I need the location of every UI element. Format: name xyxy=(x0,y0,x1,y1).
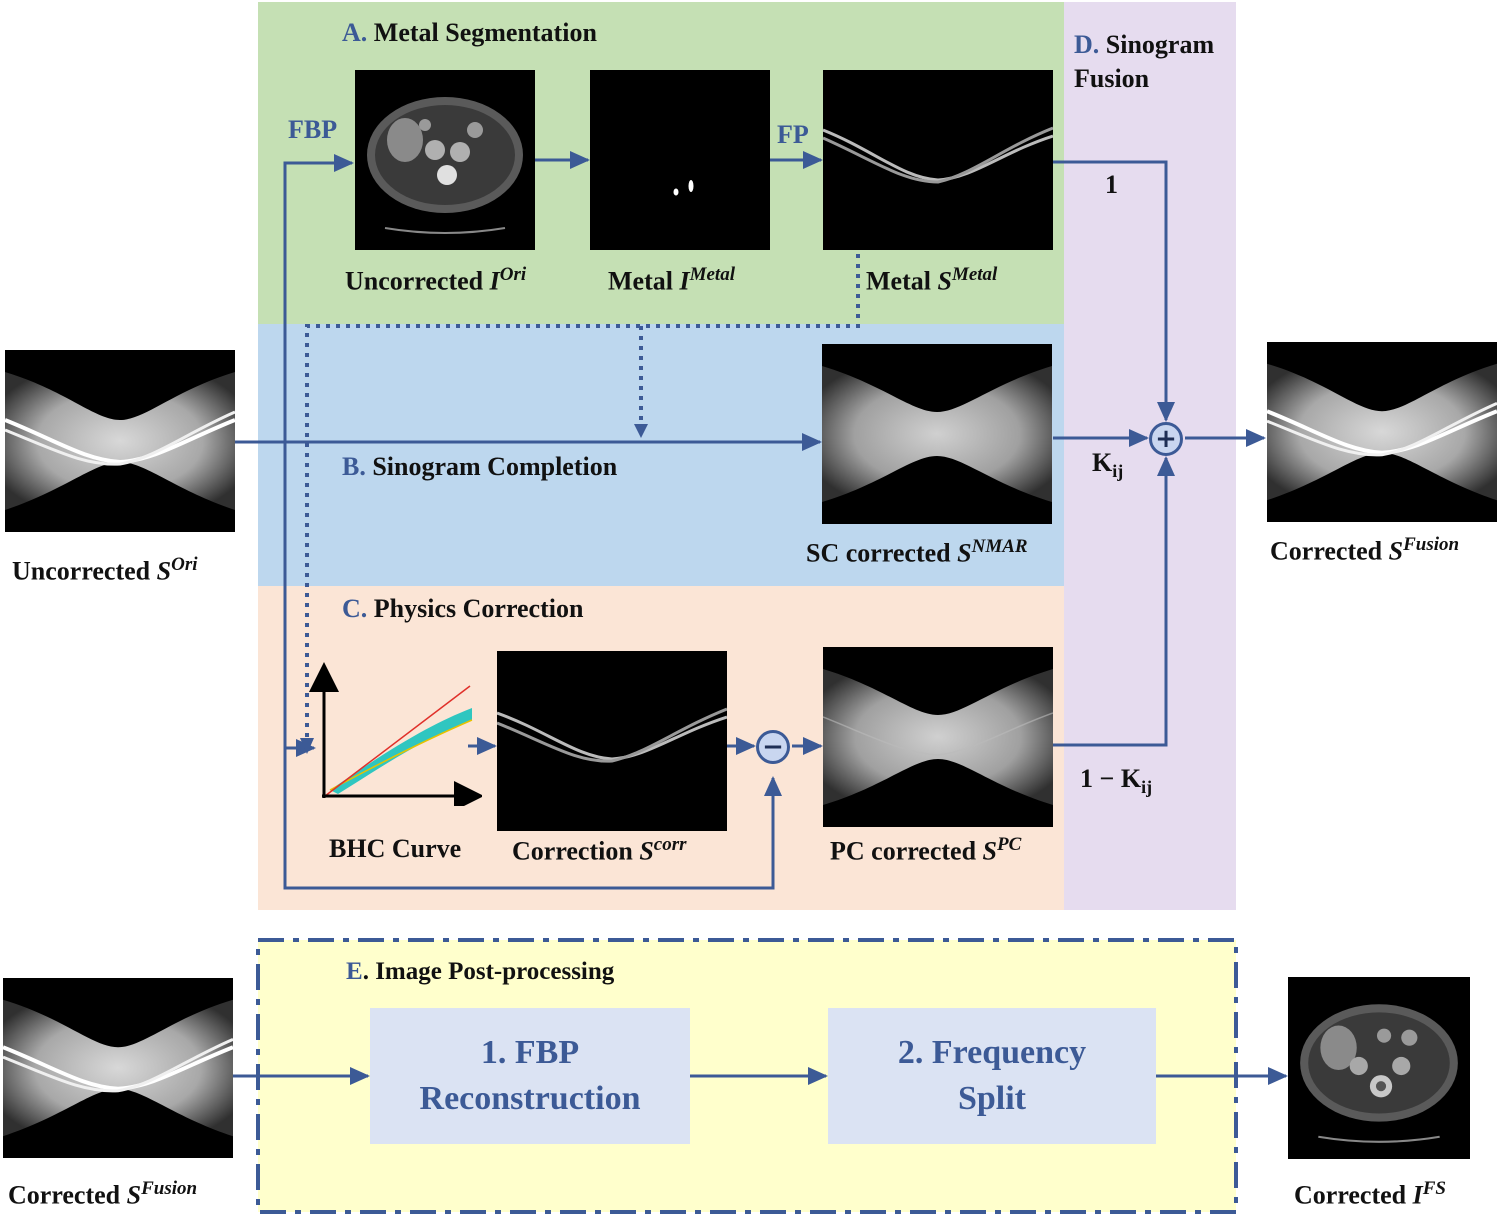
caption-corrected-fs: Corrected IFS xyxy=(1294,1178,1446,1210)
caption-corrected-fusion-input: Corrected SFusion xyxy=(8,1178,198,1210)
caption-metal-sinogram: Metal SMetal xyxy=(866,264,998,296)
caption-uncorrected-sinogram: Uncorrected SOri xyxy=(12,554,198,586)
metal-image xyxy=(590,70,770,250)
corrected-ct-image xyxy=(1288,977,1470,1159)
pc-corrected-sinogram-image xyxy=(823,647,1053,827)
uncorrected-sinogram-image xyxy=(5,350,235,532)
uncorrected-ct-image xyxy=(355,70,535,250)
fused-sinogram-image xyxy=(1267,342,1497,522)
caption-uncorrected-image: Uncorrected IOri xyxy=(345,264,527,296)
weight-one-minus-k: 1 − Kij xyxy=(1080,764,1153,798)
section-a-title: A. Metal Segmentation xyxy=(342,18,597,47)
weight-one: 1 xyxy=(1105,170,1118,199)
caption-corrected-fusion: Corrected SFusion xyxy=(1270,534,1460,566)
section-e-title: E. Image Post-processing xyxy=(346,958,615,985)
correction-sinogram-image xyxy=(497,651,727,831)
caption-metal-image: Metal IMetal xyxy=(608,264,735,296)
section-d-title: D. Sinogram Fusion xyxy=(1074,30,1215,93)
caption-sc-corrected: SC corrected SNMAR xyxy=(806,536,1028,568)
minus-operator: − xyxy=(756,730,790,764)
sc-corrected-sinogram-image xyxy=(822,344,1052,524)
caption-bhc-curve: BHC Curve xyxy=(329,834,462,863)
plus-operator: + xyxy=(1149,422,1183,456)
section-b-title: B. Sinogram Completion xyxy=(342,452,618,481)
fbp-operation-label: FBP xyxy=(288,115,338,144)
weight-k: Kij xyxy=(1092,448,1124,482)
bhc-curve-plot xyxy=(300,658,482,806)
fused-sinogram-input-image xyxy=(3,978,233,1158)
metal-sinogram-image xyxy=(823,70,1053,250)
fp-operation-label: FP xyxy=(777,120,809,149)
caption-correction: Correction Scorr xyxy=(512,834,687,866)
caption-pc-corrected: PC corrected SPC xyxy=(830,834,1022,866)
section-d-background xyxy=(1064,2,1236,910)
section-c-title: C. Physics Correction xyxy=(342,594,584,623)
